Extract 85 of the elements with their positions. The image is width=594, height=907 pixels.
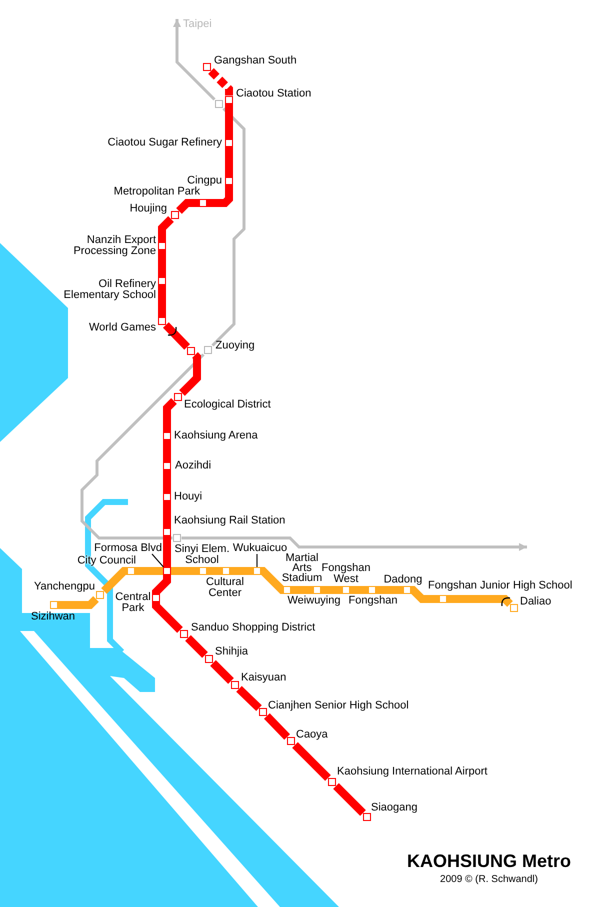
railway-station-marker — [172, 534, 180, 542]
station-name: Wukuaicuo — [232, 542, 288, 554]
railway-line — [211, 107, 246, 347]
metro-line — [185, 635, 208, 658]
metro-line — [163, 501, 171, 528]
metro-line — [163, 440, 171, 462]
station-name: Formosa Blvd — [94, 542, 162, 554]
station-name: Nanzih Export Processing Zone — [72, 235, 156, 257]
metro-line — [259, 567, 286, 594]
metro-line — [292, 742, 331, 781]
metro-line — [225, 104, 233, 139]
metro-line — [333, 783, 366, 816]
leader-line — [256, 554, 258, 568]
metro-line — [376, 586, 403, 594]
railway-line — [173, 19, 216, 101]
station-name: Kaohsiung Arena — [174, 430, 258, 442]
metro-line — [135, 567, 163, 575]
station-name: Ecological District — [184, 400, 271, 410]
station-name: Kaohsiung Rail Station — [174, 516, 286, 526]
station-name: Aozihdi — [175, 460, 212, 472]
metro-line — [225, 147, 233, 177]
metro-line — [409, 586, 439, 603]
station-name: Ciaotou Station — [236, 88, 312, 100]
metro-line — [236, 686, 262, 712]
metro-line — [179, 352, 201, 396]
station-name: Gangshan South — [214, 56, 297, 66]
station-marker — [163, 567, 171, 575]
station-name: Sinyi Elem. School — [173, 544, 231, 566]
metro-line — [162, 322, 190, 350]
credit-text: 2009 © (R. Schwandl) — [440, 874, 538, 886]
metro-line — [158, 216, 174, 242]
station-name: Sizihwan — [30, 612, 76, 622]
metro-line — [158, 285, 166, 317]
station-name: Cianjhen Senior High School — [268, 700, 409, 712]
metro-line — [152, 602, 183, 633]
metro-line — [58, 596, 99, 609]
metro-line-under-construction — [208, 68, 233, 96]
map-title: KAOHSIUNG Metro — [407, 851, 571, 871]
station-name: Dadong — [384, 574, 422, 586]
metro-line — [163, 536, 171, 567]
railway-line — [80, 353, 205, 540]
station-name: Weiwuying — [288, 596, 340, 606]
station-name: Fongshan Junior High School — [428, 580, 572, 592]
station-name: Houyi — [174, 492, 202, 502]
metro-line — [176, 199, 199, 214]
metro-line — [447, 595, 513, 607]
station-name: Kaisyuan — [241, 672, 286, 684]
station-marker — [253, 567, 261, 575]
station-name: Houjing — [130, 204, 167, 214]
metro-line — [350, 586, 368, 594]
station-name: Daliao — [520, 596, 552, 608]
metro-line — [264, 713, 290, 740]
station-name: Cingpu — [187, 176, 222, 186]
metro-line — [321, 586, 342, 594]
metro-line — [158, 250, 166, 277]
metro-line — [163, 398, 177, 432]
station-name: Siaogang — [371, 802, 418, 814]
station-name: World Games — [88, 322, 156, 334]
station-name: Ciaotou Sugar Refinery — [108, 138, 222, 148]
station-name: Yanchengpu — [34, 582, 95, 592]
metro-line — [207, 185, 233, 207]
metro-line — [210, 660, 234, 684]
station-name: Central Park — [114, 592, 152, 614]
metro-line — [291, 586, 313, 594]
station-name: Metropolitan Park — [114, 186, 200, 198]
station-name: Fongshan West — [322, 563, 372, 585]
station-name: Oil Refinery Elementary School — [62, 279, 156, 301]
station-name: Caoya — [296, 730, 328, 740]
metro-line — [152, 575, 171, 596]
railway-line — [182, 536, 527, 551]
station-marker — [187, 347, 195, 355]
metro-line — [163, 470, 171, 493]
station-name: Sanduo Shopping District — [191, 622, 316, 634]
destination-label: Taipei — [177, 18, 212, 30]
metro-line — [207, 567, 222, 575]
station-name: Cultural Center — [205, 577, 245, 599]
railway-station-marker — [214, 100, 222, 108]
metro-line — [171, 567, 199, 575]
station-name: Kaohsiung International Airport — [337, 766, 488, 778]
metro-line — [101, 567, 128, 594]
station-name: Fongshan — [348, 596, 398, 606]
leader-line — [152, 554, 164, 568]
station-name: Zuoying — [216, 340, 255, 351]
station-name: Shihjia — [215, 646, 248, 658]
metro-line — [230, 567, 253, 575]
